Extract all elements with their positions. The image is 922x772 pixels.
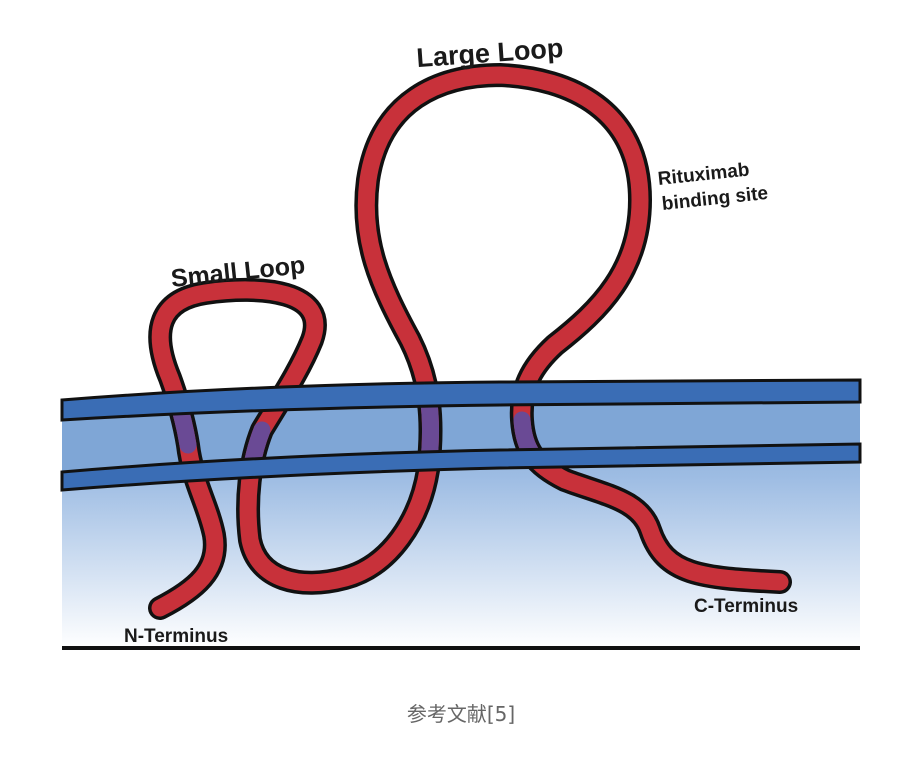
membrane-inner-band <box>60 442 862 492</box>
c-terminus-label: C-Terminus <box>694 596 798 617</box>
figure-caption: 参考文献[5] <box>406 702 516 726</box>
large-loop-label: Large Loop <box>415 33 564 73</box>
n-terminus-label: N-Terminus <box>124 626 228 647</box>
membrane-outer-band <box>60 378 862 422</box>
cd20-diagram: Large Loop Small Loop Rituximab binding … <box>60 33 862 650</box>
